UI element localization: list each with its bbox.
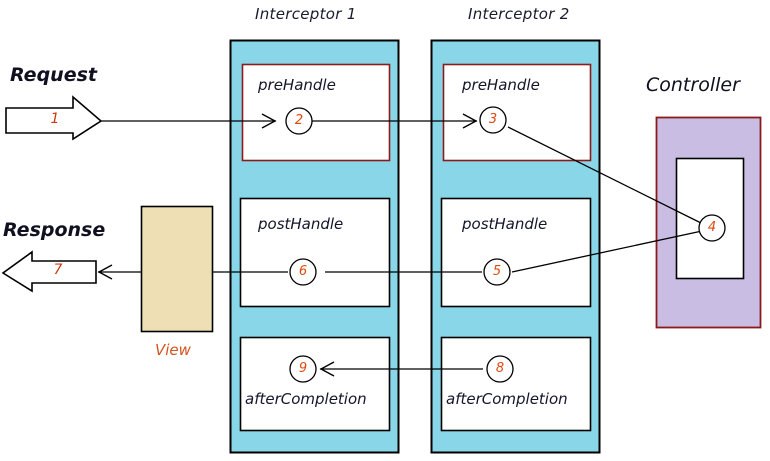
arrowhead-into-response (97, 264, 113, 280)
step-circle-8 (486, 355, 514, 383)
controller-inner-box (675, 157, 745, 280)
interceptor-1-prehandle-box (241, 63, 391, 162)
interceptor-2-aftercompletion-label: afterCompletion (446, 390, 568, 408)
arrowhead-into-aftercompletion1 (319, 361, 335, 377)
step-number-2: 2 (294, 113, 304, 128)
interceptor-1-aftercompletion-box (239, 336, 391, 432)
interceptor-2-prehandle-label: preHandle (462, 76, 540, 94)
arrowhead-into-prehandle2 (462, 113, 478, 129)
step-number-9: 9 (298, 361, 308, 376)
step-number-7: 7 (53, 262, 63, 278)
flow-line-controller-to-posthandle2 (511, 230, 703, 273)
view-label: View (155, 341, 191, 359)
step-number-1: 1 (50, 111, 60, 127)
step-circle-6 (289, 258, 317, 286)
step-number-4: 4 (707, 220, 717, 235)
step-circle-2 (285, 107, 313, 135)
step-circle-5 (483, 258, 511, 286)
interceptor-1-prehandle-label: preHandle (258, 76, 336, 94)
flow-line-prehandle2-to-controller (507, 126, 704, 225)
interceptor-2-posthandle-box (440, 197, 592, 308)
interceptor-2-posthandle-label: postHandle (462, 215, 548, 233)
step-number-5: 5 (492, 264, 502, 279)
request-label: Request (10, 64, 97, 86)
view-box (140, 205, 214, 333)
interceptor-2-prehandle-box (442, 63, 592, 162)
interceptor-2-title: Interceptor 2 (468, 5, 570, 23)
interceptor-1-posthandle-label: postHandle (258, 215, 344, 233)
interceptor-1-aftercompletion-label: afterCompletion (245, 390, 367, 408)
response-block-arrow (1, 250, 97, 293)
controller-title: Controller (646, 74, 740, 96)
step-circle-9 (289, 355, 317, 383)
step-circle-4 (698, 214, 726, 242)
interceptor-1-posthandle-box (239, 197, 391, 308)
step-number-6: 6 (298, 264, 308, 279)
step-circle-3 (479, 106, 507, 134)
interceptor-2-aftercompletion-box (440, 336, 592, 432)
response-label: Response (3, 219, 106, 241)
interceptor-1-title: Interceptor 1 (255, 5, 357, 23)
step-number-8: 8 (495, 361, 505, 376)
step-number-3: 3 (488, 112, 498, 127)
arrowhead-into-prehandle1 (261, 113, 277, 129)
request-block-arrow (5, 95, 103, 141)
